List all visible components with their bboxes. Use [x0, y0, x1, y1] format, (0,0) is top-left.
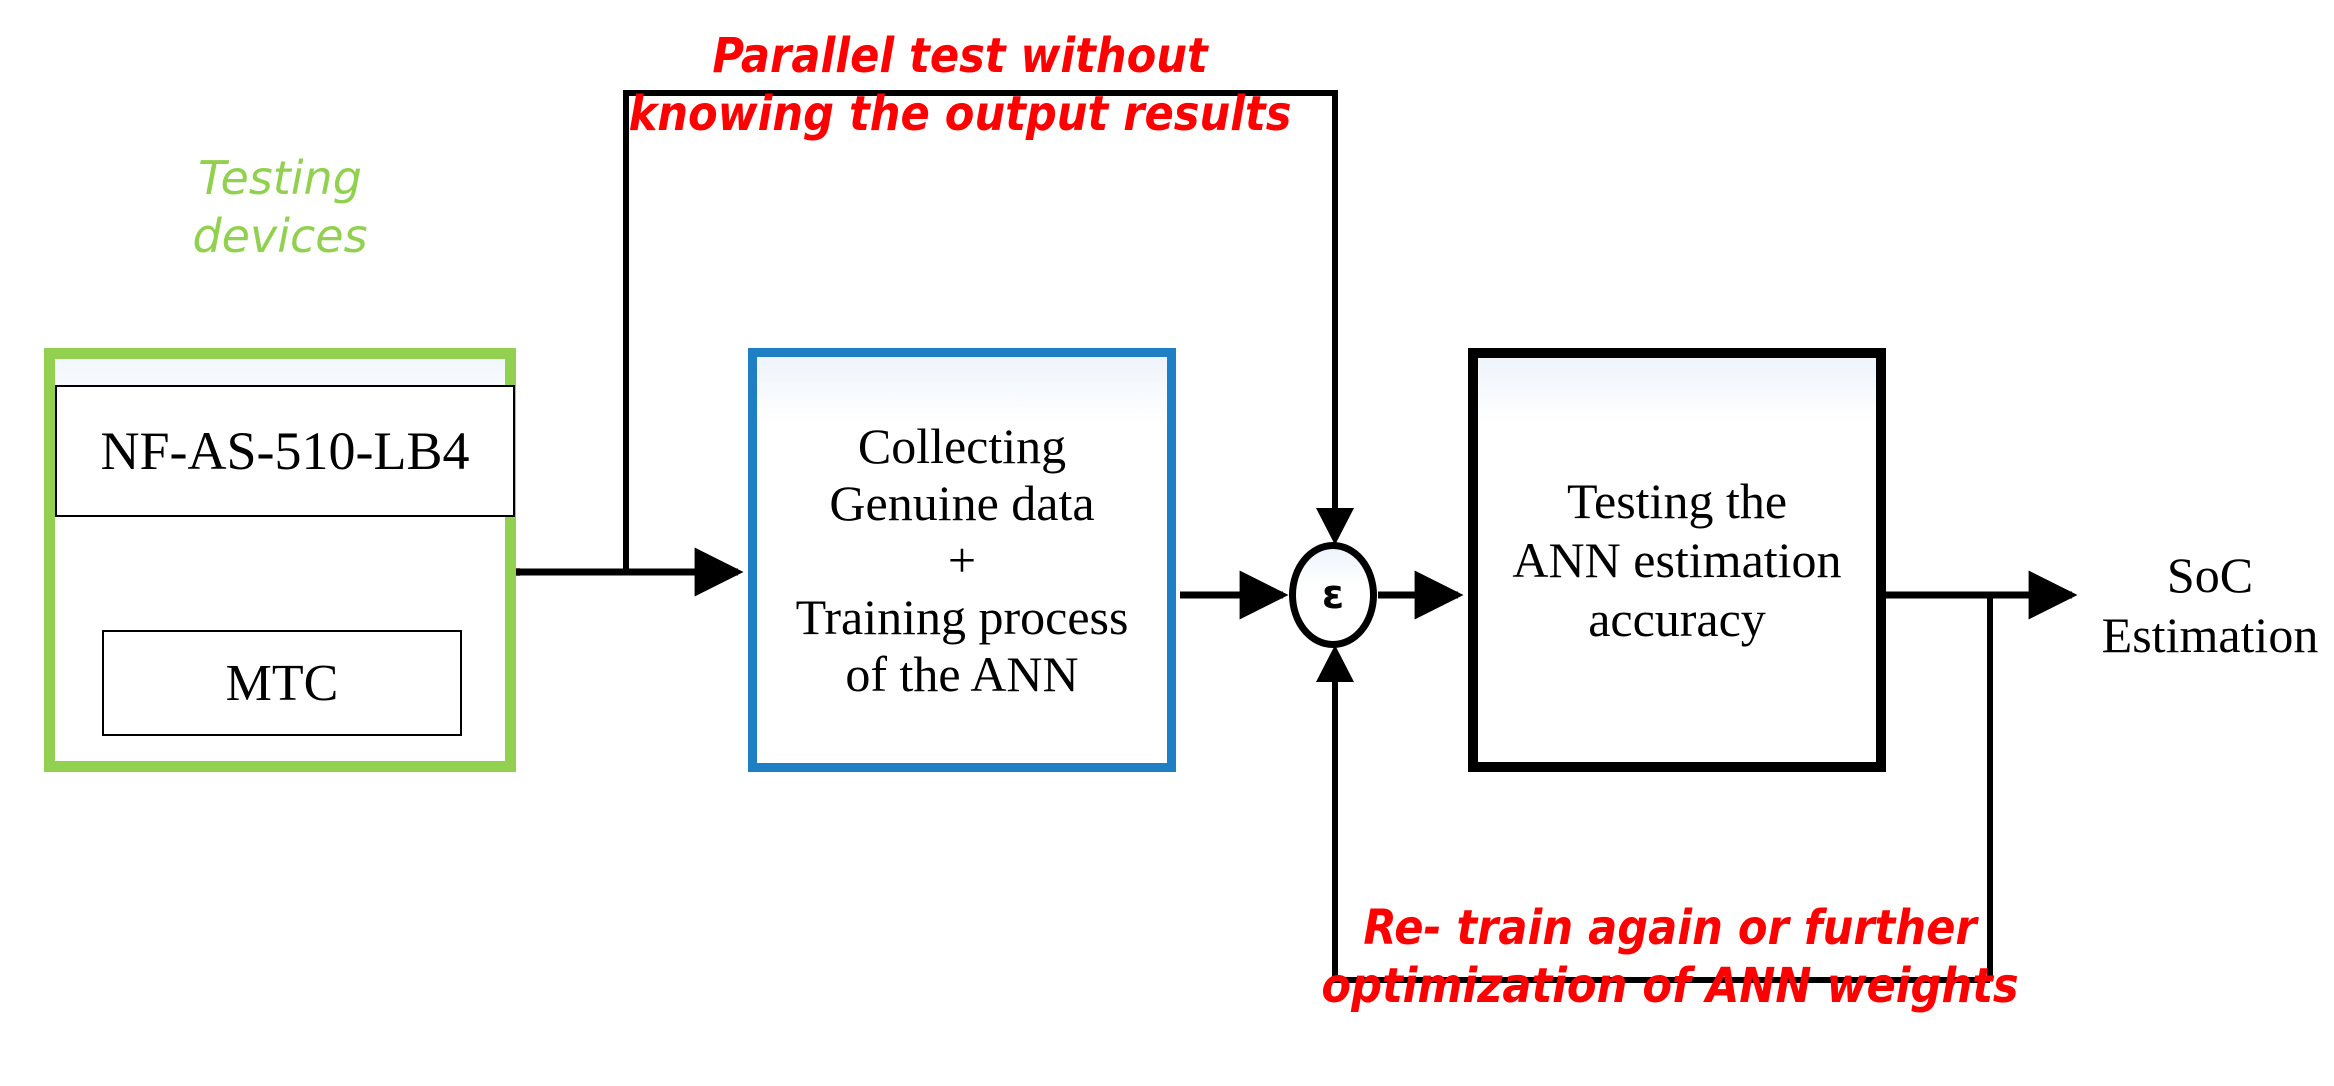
- retrain-annotation-line1: Re- train again or further: [1363, 900, 1977, 956]
- blue-box-line5: of the ANN: [845, 645, 1079, 702]
- black-box-line2: ANN estimation: [1512, 531, 1842, 588]
- instrument-nf-as-510-lb4-box: NF-AS-510-LB4: [55, 385, 515, 517]
- black-box-line3: accuracy: [1588, 590, 1766, 647]
- instrument-label: NF-AS-510-LB4: [100, 420, 470, 481]
- blue-box-plus-sign: +: [947, 531, 977, 588]
- epsilon-summing-node: ε: [1289, 542, 1377, 648]
- testing-devices-caption-line2: devices: [192, 208, 368, 263]
- blue-box-line4: Training process: [795, 588, 1129, 645]
- parallel-test-annotation-line2: knowing the output results: [628, 85, 1292, 142]
- black-box-line1: Testing the: [1566, 472, 1788, 529]
- blue-box-line1: Collecting: [857, 417, 1067, 474]
- retrain-feedback-path: [1316, 595, 1993, 983]
- parallel-test-annotation-line1: Parallel test without: [712, 28, 1208, 84]
- testing-devices-caption: Testing devices: [150, 150, 410, 265]
- testing-devices-caption-line1: Testing: [198, 151, 362, 205]
- controller-mtc-box: MTC: [102, 630, 462, 736]
- parallel-test-annotation: Parallel test without knowing the output…: [600, 28, 1320, 143]
- soc-estimation-output-label: SoC Estimation: [2090, 545, 2330, 665]
- collecting-training-box: Collecting Genuine data + Training proce…: [748, 348, 1176, 772]
- controller-label: MTC: [225, 654, 339, 712]
- soc-output-line2: Estimation: [2101, 607, 2319, 663]
- blue-box-line2: Genuine data: [829, 474, 1095, 531]
- retrain-annotation: Re- train again or further optimization …: [1280, 900, 2060, 1015]
- epsilon-symbol: ε: [1321, 572, 1345, 618]
- parallel-test-feedback-path: [623, 90, 1354, 572]
- testing-ann-accuracy-box: Testing the ANN estimation accuracy: [1468, 348, 1886, 772]
- soc-output-line1: SoC: [2166, 547, 2254, 603]
- retrain-annotation-line2: optimization of ANN weights: [1321, 957, 2019, 1014]
